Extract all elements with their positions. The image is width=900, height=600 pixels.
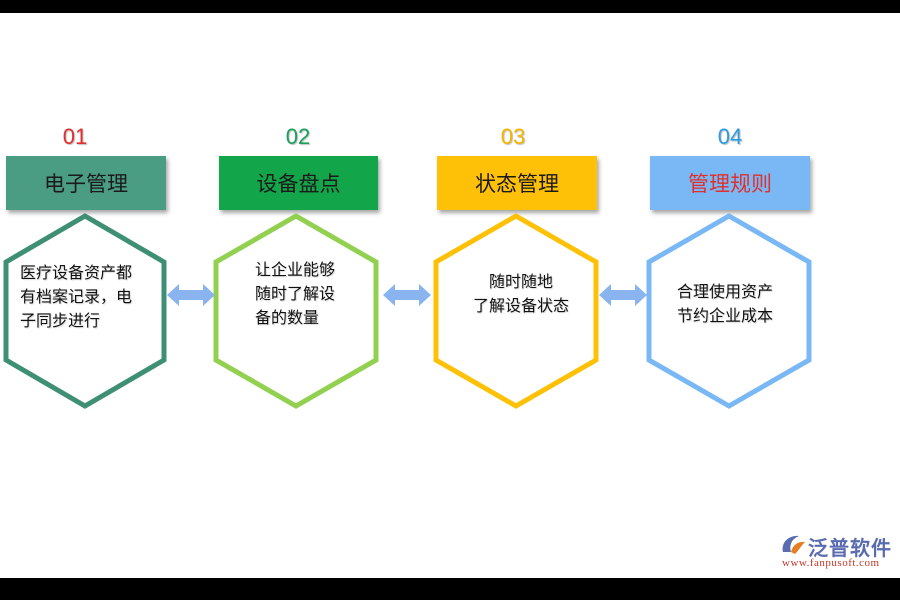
step-title-3: 状态管理 <box>475 172 559 196</box>
step-text-1: 医疗设备资产都 有档案记录，电 子同步进行 <box>20 261 132 333</box>
step-text-4: 合理使用资产 节约企业成本 <box>677 280 773 328</box>
step-number-04: 04 <box>717 124 743 149</box>
step-number-03: 03 <box>500 124 526 149</box>
double-arrow-icon-3 <box>599 284 647 306</box>
top-letterbox-bar <box>0 0 900 13</box>
hexagon-3 <box>433 213 599 409</box>
hexagon-4-outline <box>646 213 812 409</box>
step-title-box-4: 管理规则 <box>650 156 810 210</box>
step-text-1-line-3: 子同步进行 <box>20 311 101 330</box>
step-title-2: 设备盘点 <box>256 172 341 196</box>
step-text-4-line-1: 合理使用资产 <box>677 282 774 301</box>
step-text-3: 随时随地 了解设备状态 <box>466 270 576 318</box>
step-text-1-line-1: 医疗设备资产都 <box>20 263 133 282</box>
step-title-box-1: 电子管理 <box>6 156 166 210</box>
step-text-3-line-1: 随时随地 <box>488 272 553 291</box>
hexagon-2 <box>213 213 379 409</box>
step-text-2-line-1: 让企业能够 <box>255 260 336 279</box>
logo-url: www.fanpusoft.com <box>782 557 880 569</box>
step-title-box-2: 设备盘点 <box>219 156 378 210</box>
hexagon-4 <box>646 213 812 409</box>
hexagon-3-outline <box>433 213 599 409</box>
step-title-box-3: 状态管理 <box>437 156 597 210</box>
double-arrow-icon-2 <box>383 284 431 306</box>
step-title-4: 管理规则 <box>688 172 772 196</box>
step-number-02: 02 <box>285 124 311 149</box>
bottom-letterbox-bar <box>0 578 900 600</box>
step-text-2-line-3: 备的数量 <box>255 308 320 327</box>
step-number-01: 01 <box>62 124 88 149</box>
hexagon-2-outline <box>213 213 379 409</box>
logo-name: 泛普软件 <box>808 536 892 560</box>
double-arrow-icon-1 <box>167 284 215 306</box>
step-text-3-line-2: 了解设备状态 <box>472 296 569 315</box>
step-title-1: 电子管理 <box>44 172 128 196</box>
fanpu-logo-icon <box>782 535 805 554</box>
hexagon-1-outline <box>3 213 167 409</box>
step-text-2-line-2: 随时了解设 <box>255 284 336 303</box>
step-text-2: 让企业能够 随时了解设 备的数量 <box>255 258 335 330</box>
step-text-4-line-2: 节约企业成本 <box>677 306 774 325</box>
step-text-1-line-2: 有档案记录，电 <box>20 287 133 306</box>
hexagon-1 <box>3 213 167 409</box>
